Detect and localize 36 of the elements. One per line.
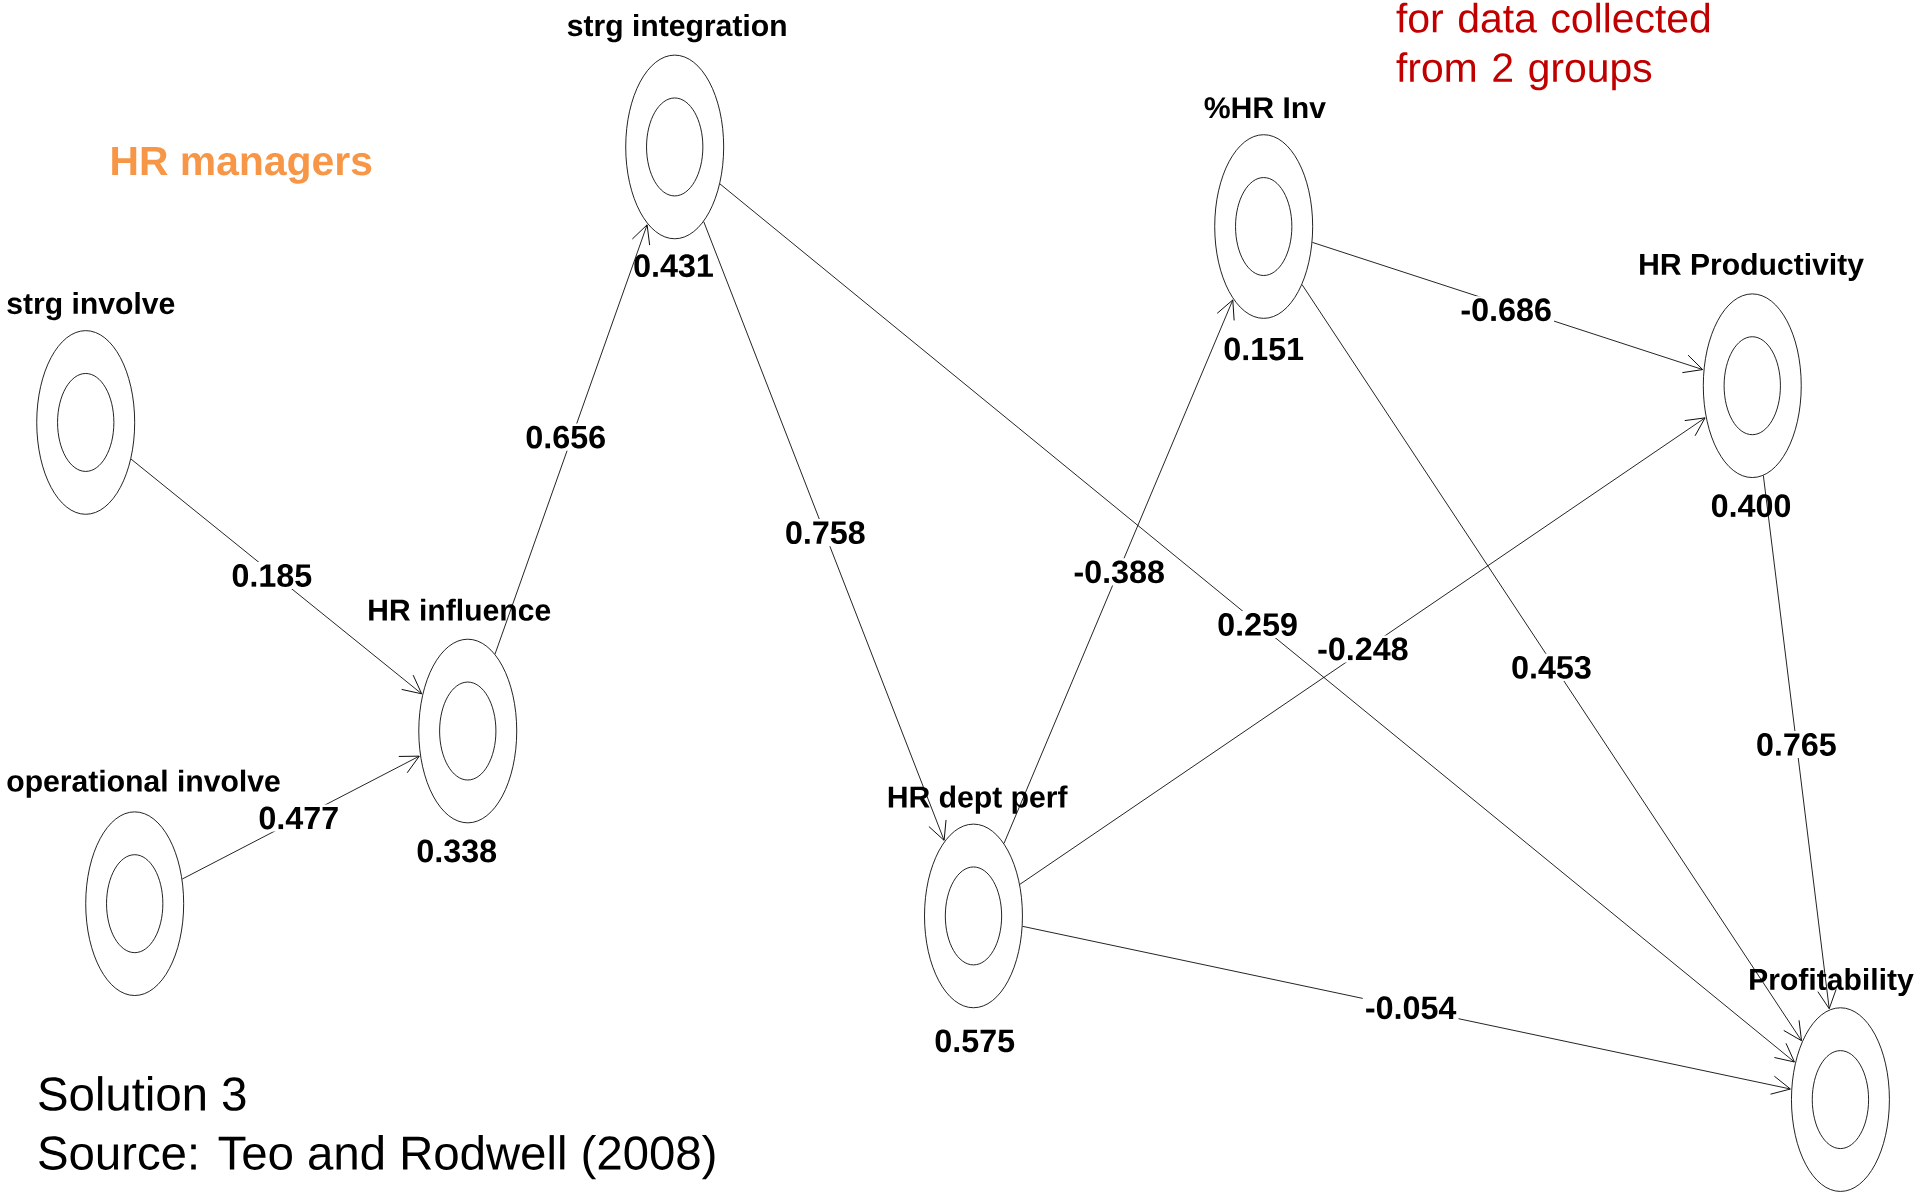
edge-label: -0.388: [1071, 558, 1168, 586]
arrow: [1022, 925, 1791, 1095]
arrow: [130, 458, 423, 695]
edge-label: 0.185: [229, 561, 315, 589]
value-label: 0.151: [1224, 337, 1304, 361]
edge-label: 0.656: [523, 423, 609, 451]
edge-label: -0.054: [1362, 994, 1459, 1022]
node-label: HR Productivity: [1635, 250, 1867, 283]
arrow: [1762, 475, 1837, 1010]
node-label: HR influence: [365, 596, 554, 623]
value-label: 0.431: [634, 254, 713, 277]
edge-label: 0.477: [256, 804, 342, 832]
arrow: [1003, 299, 1235, 844]
arrow: [719, 183, 1795, 1063]
caption-text: Solution 3: [39, 1075, 246, 1111]
edge-label: 0.259: [1215, 610, 1301, 638]
value-label: 0.338: [417, 839, 497, 863]
edge-label: -0.248: [1314, 635, 1411, 663]
arrow: [1019, 417, 1706, 885]
group-heading: HR managers: [112, 146, 372, 184]
edge-label: 0.758: [782, 518, 868, 547]
value-label: 0.575: [935, 1029, 1015, 1053]
node-label: strg involve: [4, 289, 178, 323]
arrow: [703, 221, 947, 841]
arrow: [1301, 284, 1802, 1041]
source-text: Source: Teo and Rodwell (2008): [39, 1134, 715, 1180]
edge-label: 0.765: [1753, 730, 1839, 758]
arrow: [494, 224, 651, 655]
node-label: %HR Inv: [1201, 94, 1329, 121]
node-label: strg integration: [564, 11, 790, 45]
note-text: for data collected from 2 groups: [1396, 2, 1710, 91]
edge-label: -0.686: [1458, 296, 1555, 324]
node-label: operational involve: [4, 767, 283, 800]
node-label: HR dept perf: [884, 783, 1070, 816]
value-label: 0.400: [1711, 494, 1791, 517]
edge-label: 0.453: [1508, 653, 1594, 681]
